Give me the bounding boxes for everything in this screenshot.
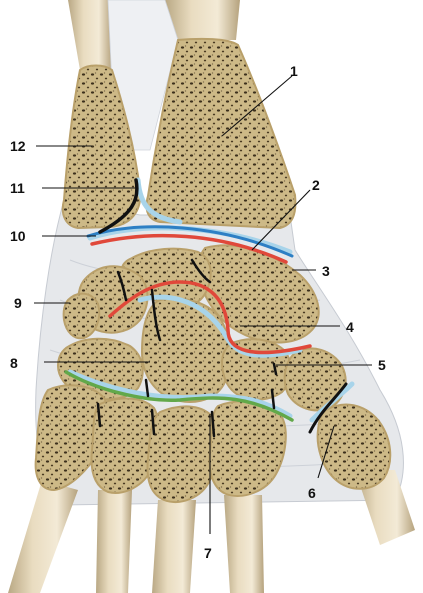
- radiocarpal-joint-blue: [86, 225, 294, 258]
- intercmc-black-2: [150, 408, 156, 436]
- leader-6: [317, 425, 335, 479]
- label-7: 7: [204, 545, 212, 561]
- intercmc-black-3: [210, 410, 216, 438]
- metacarpal-shafts: [8, 470, 415, 593]
- metacarpal-5-base: [34, 384, 110, 492]
- midcarpal-joint-red: [108, 280, 312, 355]
- leader-2: [251, 189, 311, 251]
- label-11: 11: [10, 180, 25, 196]
- metacarpal-4-shaft: [152, 500, 196, 593]
- intercarpal-black-2: [190, 258, 212, 284]
- metacarpal-1-shaft: [355, 470, 415, 545]
- label-6: 6: [308, 485, 316, 501]
- label-8: 8: [10, 355, 18, 371]
- ulnar-joint-black: [98, 178, 139, 234]
- label-4: 4: [346, 319, 354, 335]
- ulna-head: [61, 64, 142, 230]
- label-12: 12: [10, 138, 26, 154]
- joint-lines: [64, 178, 348, 438]
- label-9: 9: [14, 295, 22, 311]
- cartilage-ulna: [135, 177, 183, 225]
- metacarpal-2-shaft: [8, 480, 78, 593]
- radiocarpal-joint-red: [90, 233, 288, 264]
- label-2: 2: [312, 177, 320, 193]
- radius-epiphysis: [145, 37, 297, 230]
- intercmc-black-1: [96, 402, 102, 428]
- callout-labels: 1 2 3 4 5 6 7 8 9 10 11 12: [10, 63, 386, 561]
- leader-lines: [34, 75, 372, 534]
- pisiform: [62, 292, 101, 340]
- intercarpal-black-3: [150, 288, 162, 342]
- label-1: 1: [290, 63, 298, 79]
- label-10: 10: [10, 228, 26, 244]
- intercarpal-black-5: [144, 378, 150, 398]
- radius-shaft: [165, 0, 240, 40]
- metacarpal-3-base: [146, 405, 219, 503]
- intercarpal-black-4: [272, 362, 278, 376]
- metacarpal-1-base: [316, 403, 392, 490]
- cmc-joint-green: [64, 370, 294, 422]
- metacarpal-5-shaft: [224, 495, 264, 593]
- thumb-cmc-black: [308, 382, 348, 434]
- label-5: 5: [378, 357, 386, 373]
- metacarpal-3-shaft: [96, 490, 132, 593]
- intercarpal-black-1: [116, 270, 128, 302]
- label-3: 3: [322, 263, 330, 279]
- forearm-epiphyses: [61, 37, 297, 230]
- cartilage-cmc: [67, 369, 293, 419]
- metacarpal-4-base: [90, 397, 160, 494]
- cartilage-midcarpal: [137, 294, 303, 358]
- ulna-shaft: [68, 0, 112, 70]
- intercmc-black-4: [270, 388, 276, 410]
- leader-1: [221, 75, 293, 137]
